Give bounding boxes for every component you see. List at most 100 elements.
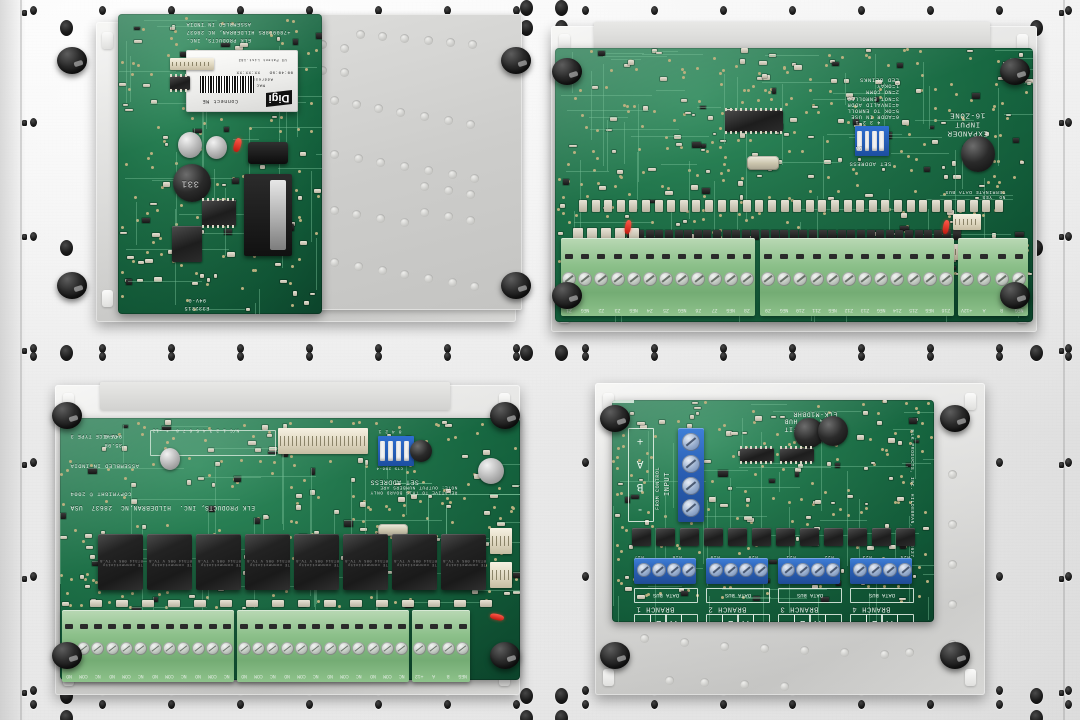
terminal-screw[interactable]: [266, 642, 280, 655]
via: [706, 149, 710, 153]
terminal-screw[interactable]: [637, 563, 651, 577]
smd-resistor: [751, 153, 758, 157]
branch-terminal-block-4[interactable]: [850, 558, 912, 584]
terminal-screw[interactable]: [220, 642, 234, 655]
smd-resistor: [864, 502, 868, 505]
terminal-screw[interactable]: [709, 563, 723, 577]
terminal-screw[interactable]: [723, 272, 738, 286]
terminal-divider: [612, 400, 634, 401]
terminal-screw[interactable]: [883, 563, 897, 577]
branch-terminal-block-1[interactable]: [634, 558, 696, 584]
terminal-screw[interactable]: [724, 563, 738, 577]
via: [220, 460, 224, 464]
input-terminal-block[interactable]: [678, 428, 704, 522]
terminal-screw[interactable]: [659, 272, 674, 286]
terminal-screw[interactable]: [922, 272, 937, 286]
terminal-screw[interactable]: [809, 272, 824, 286]
terminal-screw[interactable]: [381, 642, 394, 655]
smd-resistor-array: [755, 200, 764, 212]
branch-terminal-block-2[interactable]: [706, 558, 768, 584]
via: [719, 71, 723, 75]
terminal-screw[interactable]: [642, 272, 657, 286]
terminal-slot: [122, 624, 131, 629]
terminal-screw[interactable]: [610, 272, 625, 286]
via: [172, 437, 176, 441]
terminal-screw[interactable]: [868, 563, 882, 577]
terminal-screw[interactable]: [825, 272, 840, 286]
terminal-screw[interactable]: [427, 642, 441, 655]
terminal-screw[interactable]: [761, 272, 776, 286]
terminal-screw[interactable]: [994, 272, 1009, 286]
terminal-screw[interactable]: [412, 642, 426, 655]
terminal-screw[interactable]: [352, 642, 366, 655]
terminal-screw[interactable]: [338, 642, 351, 655]
terminal-screw[interactable]: [898, 563, 912, 577]
terminal-screw[interactable]: [395, 642, 409, 655]
terminal-screw[interactable]: [874, 272, 889, 286]
terminal-screw[interactable]: [91, 642, 105, 655]
terminal-slot: [108, 624, 117, 629]
via: [351, 518, 355, 522]
terminal-screw[interactable]: [578, 272, 593, 286]
terminal-screw[interactable]: [120, 642, 133, 655]
terminal-screw[interactable]: [707, 272, 722, 286]
terminal-screw[interactable]: [252, 642, 265, 655]
terminal-screw[interactable]: [366, 642, 380, 655]
address-dip-switch[interactable]: [855, 126, 889, 156]
relay-address-dip-switch[interactable]: [378, 436, 414, 466]
terminal-screw[interactable]: [237, 642, 251, 655]
terminal-slot: [326, 624, 335, 629]
terminal-screw[interactable]: [906, 272, 921, 286]
branch-terminal-block-3[interactable]: [778, 558, 840, 584]
via: [295, 30, 299, 34]
terminal-screw[interactable]: [853, 563, 867, 577]
terminal-screw[interactable]: [890, 272, 905, 286]
terminal-screw[interactable]: [191, 642, 205, 655]
terminal-screw[interactable]: [977, 272, 992, 286]
peg-hole: [1065, 700, 1072, 709]
terminal-screw[interactable]: [134, 642, 148, 655]
terminal-screw[interactable]: [667, 563, 681, 577]
terminal-block-zones-9-16[interactable]: [760, 238, 954, 316]
terminal-screw[interactable]: [811, 563, 825, 577]
via: [166, 441, 169, 445]
terminal-screw[interactable]: [280, 642, 294, 655]
terminal-screw[interactable]: [793, 272, 808, 286]
terminal-screw[interactable]: [148, 642, 162, 655]
terminal-screw[interactable]: [594, 272, 609, 286]
terminal-screw[interactable]: [105, 642, 119, 655]
terminal-screw[interactable]: [858, 272, 873, 286]
terminal-screw[interactable]: [163, 642, 176, 655]
terminal-screw[interactable]: [456, 642, 470, 655]
terminal-screw[interactable]: [739, 563, 753, 577]
terminal-screw[interactable]: [826, 563, 840, 577]
terminal-screw[interactable]: [309, 642, 323, 655]
via: [722, 179, 726, 183]
via: [270, 118, 274, 122]
smd-resistor: [471, 589, 478, 594]
terminal-screw[interactable]: [323, 642, 337, 655]
terminal-screw[interactable]: [626, 272, 641, 286]
terminal-screw[interactable]: [777, 272, 792, 286]
terminal-screw[interactable]: [959, 272, 974, 286]
terminal-screw[interactable]: [675, 272, 690, 286]
peg-hole: [520, 688, 533, 704]
terminal-block-zones-1-8[interactable]: [561, 238, 755, 316]
terminal-screw[interactable]: [441, 642, 455, 655]
terminal-screw[interactable]: [682, 563, 696, 577]
terminal-screw[interactable]: [781, 563, 795, 577]
terminal-screw[interactable]: [206, 642, 219, 655]
terminal-label: NO: [370, 673, 376, 679]
terminal-screw[interactable]: [177, 642, 191, 655]
terminal-screw[interactable]: [295, 642, 308, 655]
terminal-screw[interactable]: [841, 272, 856, 286]
relay-marking: TE connectivity RT314 005 V TV-8: [442, 558, 486, 566]
pcb-trace: [817, 594, 819, 622]
terminal-screw[interactable]: [739, 272, 754, 286]
terminal-screw[interactable]: [796, 563, 810, 577]
via: [955, 93, 959, 97]
terminal-screw[interactable]: [691, 272, 706, 286]
terminal-screw[interactable]: [652, 563, 666, 577]
terminal-screw[interactable]: [938, 272, 953, 286]
terminal-screw[interactable]: [754, 563, 768, 577]
